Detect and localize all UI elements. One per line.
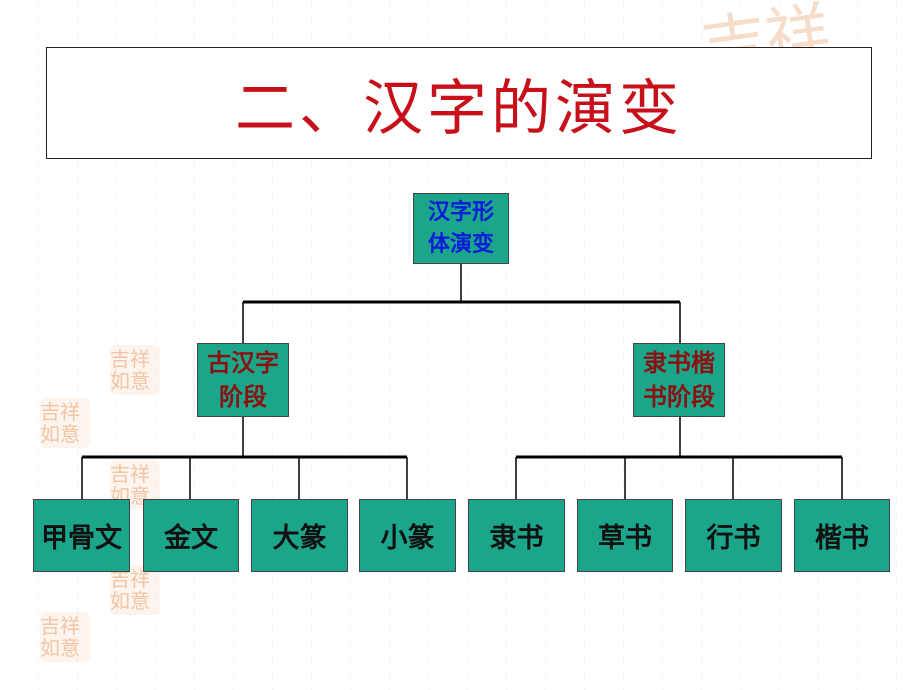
title-box: 二、汉字的演变 (46, 47, 872, 159)
root-node: 汉字形 体演变 (413, 193, 509, 264)
slide-title: 二、汉字的演变 (235, 73, 683, 144)
seal-watermark-small: 吉祥如意 (110, 565, 160, 615)
leaf-node-bronze: 金文 (143, 499, 239, 572)
seal-watermark-small: 吉祥如意 (40, 398, 90, 448)
seal-watermark-small: 吉祥如意 (40, 612, 90, 662)
leaf-node-clerical: 隶书 (468, 499, 565, 572)
leaf-node-great-seal: 大篆 (251, 499, 348, 572)
branch-node-ancient: 古汉字 阶段 (197, 343, 289, 417)
leaf-node-small-seal: 小篆 (359, 499, 456, 572)
leaf-node-oracle-bone: 甲骨文 (33, 499, 130, 572)
leaf-node-running: 行书 (685, 499, 782, 572)
seal-watermark-small: 吉祥如意 (110, 345, 160, 395)
leaf-node-cursive: 草书 (577, 499, 673, 572)
leaf-node-regular: 楷书 (794, 499, 890, 572)
branch-node-clerical-regular: 隶书楷 书阶段 (633, 343, 725, 417)
